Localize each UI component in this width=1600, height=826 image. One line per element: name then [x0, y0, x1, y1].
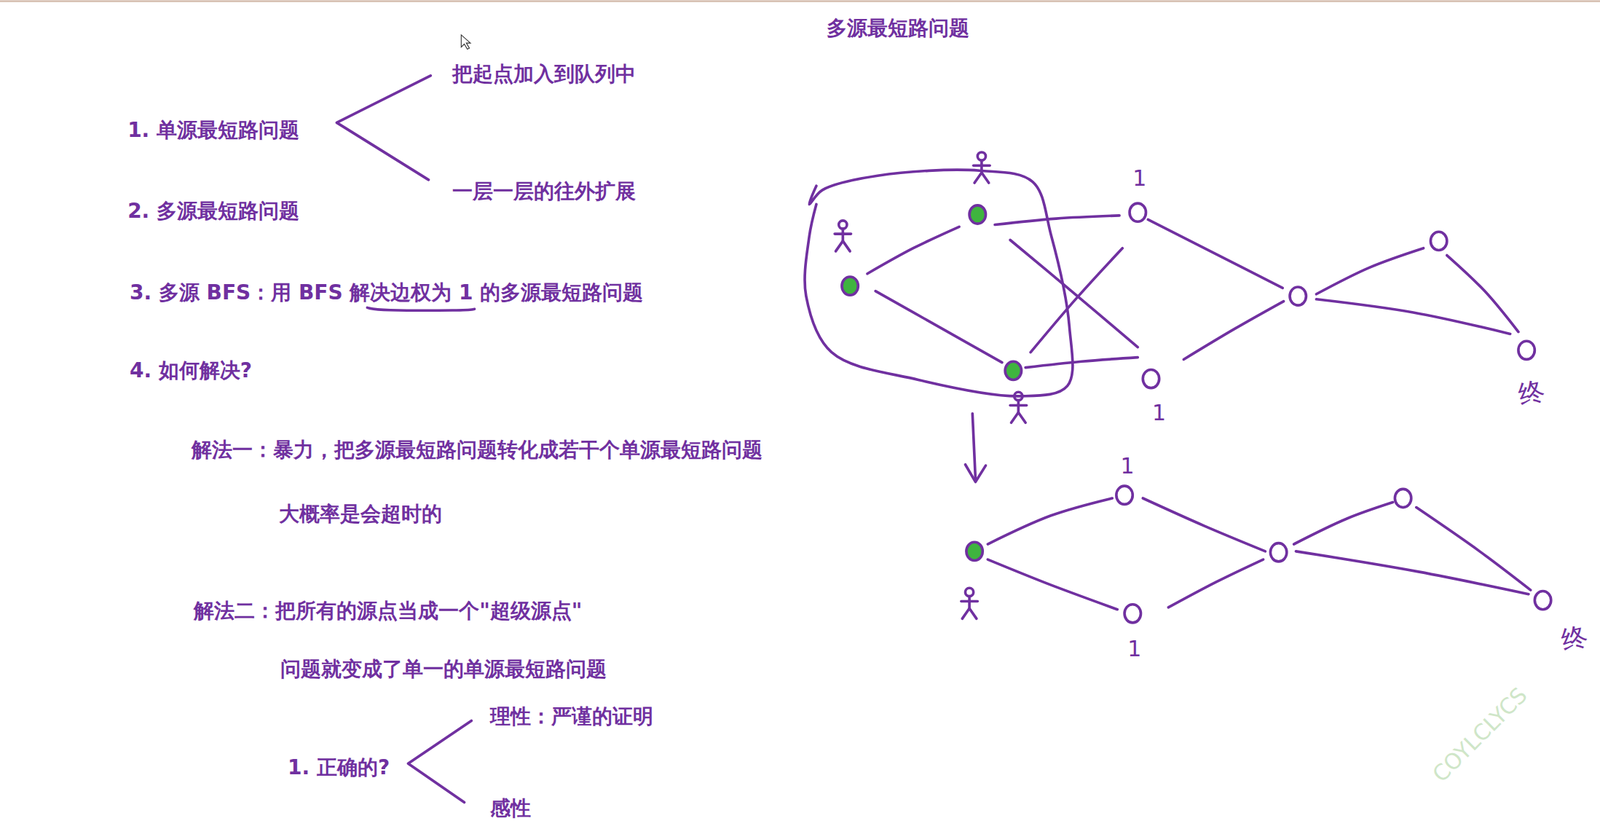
graph-edge	[875, 291, 1003, 363]
brace-lines	[407, 720, 472, 802]
graph-node	[1394, 488, 1411, 507]
graph-edge	[1183, 301, 1284, 360]
graph-edge	[1295, 551, 1528, 595]
note-line: 理性：严谨的证明	[490, 704, 654, 729]
top-border	[0, 0, 1600, 3]
note-line: 1. 单源最短路问题	[127, 118, 300, 144]
graph-edge	[1416, 507, 1531, 590]
watermark: COYLCLYCS	[1427, 682, 1533, 788]
note-line: 解法一：暴力，把多源最短路问题转化成若干个单源最短路问题	[191, 437, 763, 463]
graph-edge	[1142, 498, 1265, 552]
source-node	[841, 276, 858, 295]
underline	[367, 307, 475, 311]
graph-node	[1129, 203, 1146, 222]
arrow-head	[964, 464, 986, 483]
graph-node	[1116, 485, 1133, 504]
source-node	[1005, 361, 1022, 380]
note-line: 把起点加入到队列中	[452, 61, 636, 87]
graph-edge	[994, 215, 1120, 226]
person-icon	[1010, 391, 1027, 423]
graph-edge	[1315, 299, 1510, 335]
graph-label: 1	[1127, 635, 1142, 662]
source-node	[966, 541, 983, 561]
graph-node	[1430, 231, 1447, 250]
graph-edge	[1447, 255, 1519, 333]
graph-label: 终	[1558, 619, 1591, 657]
super-source-loop	[804, 169, 1073, 397]
note-line: 2. 多源最短路问题	[127, 198, 300, 224]
note-line: 感性	[490, 795, 531, 821]
person-icon	[961, 587, 978, 619]
note-line: 问题就变成了单一的单源最短路问题	[280, 656, 607, 682]
graph-label: 1	[1152, 399, 1166, 427]
note-line: 1. 正确的?	[287, 755, 390, 780]
graph-edge	[867, 226, 960, 274]
graph-edge	[1168, 559, 1263, 608]
note-line: 4. 如何解决?	[129, 358, 252, 384]
graph-edge	[987, 559, 1118, 610]
graph-edge	[1025, 357, 1138, 368]
graph-label: 1	[1132, 165, 1147, 192]
brace-lines	[336, 75, 431, 180]
page-title: 多源最短路问题	[826, 16, 970, 41]
note-line: 3. 多源 BFS：用 BFS 解决边权为 1 的多源最短路问题	[129, 280, 644, 306]
person-icon	[834, 220, 851, 252]
graph-edge	[1147, 219, 1283, 288]
graph-edge	[1315, 248, 1424, 295]
graph-label: 终	[1515, 375, 1548, 412]
graph-edge	[1010, 240, 1138, 348]
graph-edge	[1030, 248, 1123, 353]
graph-node	[1124, 604, 1141, 623]
graph-edge	[1294, 502, 1394, 545]
mouse-cursor	[460, 34, 471, 50]
graph-node	[1142, 369, 1159, 388]
transform-arrow	[972, 413, 976, 480]
graph-edge	[987, 498, 1113, 545]
note-line: 一层一层的往外扩展	[452, 179, 636, 205]
source-node	[969, 205, 986, 224]
graph-node	[1289, 286, 1306, 306]
note-line: 解法二：把所有的源点当成一个"超级源点"	[193, 598, 582, 624]
note-line: 大概率是会超时的	[278, 501, 443, 527]
graph-node	[1270, 543, 1287, 562]
graph-node	[1534, 591, 1551, 610]
graph-node	[1518, 340, 1535, 360]
graph-label: 1	[1120, 452, 1134, 480]
person-icon	[973, 152, 990, 183]
